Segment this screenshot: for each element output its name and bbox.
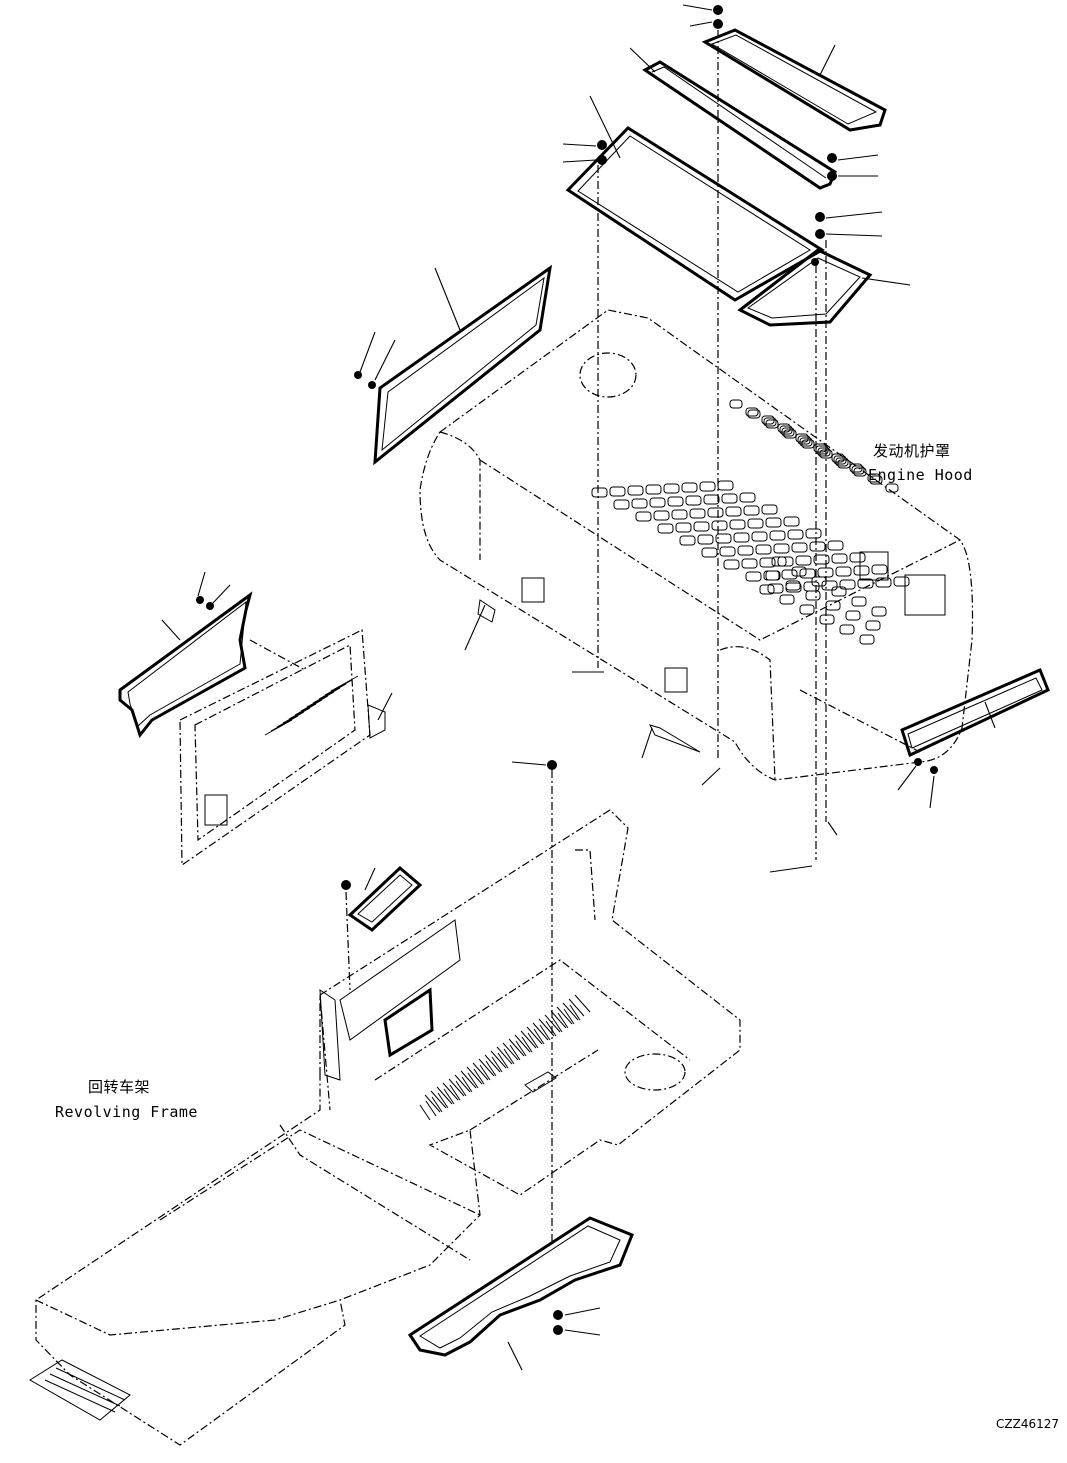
left-side-cover-top xyxy=(354,264,553,466)
top-bolts xyxy=(597,5,837,266)
top-seal-strip xyxy=(642,60,837,190)
assembly-center-lines xyxy=(551,30,827,1245)
radiator-core xyxy=(419,994,591,1121)
top-cover-plate-main xyxy=(565,126,825,302)
right-side-cover xyxy=(799,668,1050,809)
left-side-cover-mid xyxy=(118,571,306,739)
bottom-under-cover xyxy=(407,1216,634,1371)
hood-leader-lines xyxy=(464,604,838,873)
revolving-frame-label-en: Revolving Frame xyxy=(55,1103,198,1121)
engine-hood-label-en: Engine Hood xyxy=(868,466,973,484)
hood-vent-grille xyxy=(591,399,910,645)
frame-bolt-top xyxy=(511,760,557,770)
step-plate xyxy=(29,1359,131,1421)
frame-access-cover xyxy=(341,865,423,991)
engine-hood-label-zh: 发动机护罩 xyxy=(873,442,951,460)
engine-hood xyxy=(419,309,974,781)
top-cover-plate-right xyxy=(737,248,873,327)
revolving-frame-label-zh: 回转车架 xyxy=(88,1078,151,1096)
top-cover-plate-small xyxy=(701,28,887,132)
drawing-number: CZZ46127 xyxy=(996,1417,1059,1431)
left-door-panel xyxy=(179,629,393,867)
top-leader-lines xyxy=(562,4,911,286)
revolving-frame xyxy=(29,809,741,1446)
